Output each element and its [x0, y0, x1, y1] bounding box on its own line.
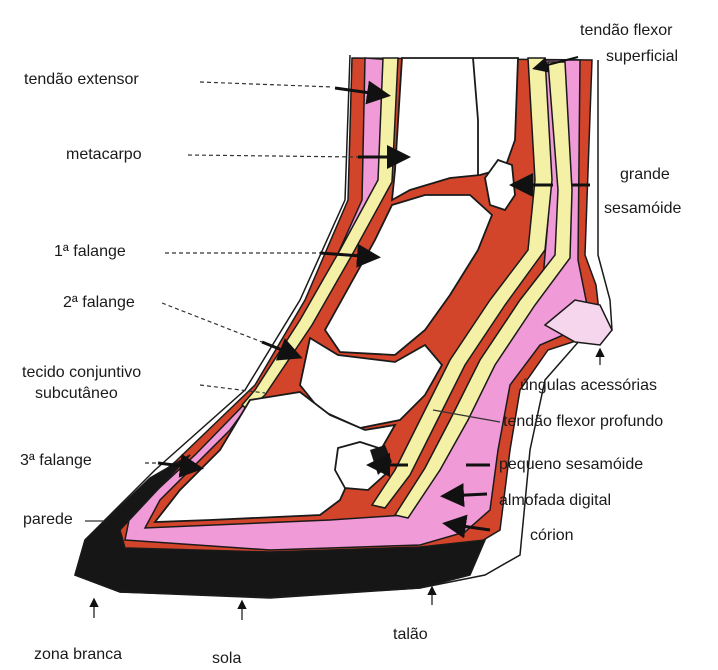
arrow-almofada-digital [446, 494, 487, 496]
label-tendao-flexor-profundo: tendão flexor profundo [503, 413, 663, 431]
label-tecido-line2: subcutâneo [35, 385, 118, 403]
label-tendao-extensor: tendão extensor [24, 71, 139, 89]
label-grande-line2: sesamóide [604, 200, 681, 218]
label-falange1: 1ª falange [54, 243, 126, 261]
label-pequeno-sesamoide: pequeno sesamóide [499, 456, 643, 474]
label-metacarpo: metacarpo [66, 146, 142, 164]
label-corion: córion [530, 527, 574, 545]
label-tendao-flexor-sup-line1: tendão flexor [580, 22, 673, 40]
label-falange3: 3ª falange [20, 452, 92, 470]
label-grande-line1: grande [620, 166, 670, 184]
label-ungulas-acessorias: úngulas acessórias [520, 377, 657, 395]
label-parede: parede [23, 511, 73, 529]
label-tendao-flexor-sup-line2: superficial [606, 48, 678, 66]
label-talao: talão [393, 626, 428, 644]
label-zona-branca: zona branca [34, 646, 122, 664]
label-tecido-line1: tecido conjuntivo [22, 364, 141, 382]
label-sola: sola [212, 650, 241, 668]
label-almofada-digital: almofada digital [499, 492, 611, 510]
label-falange2: 2ª falange [63, 294, 135, 312]
